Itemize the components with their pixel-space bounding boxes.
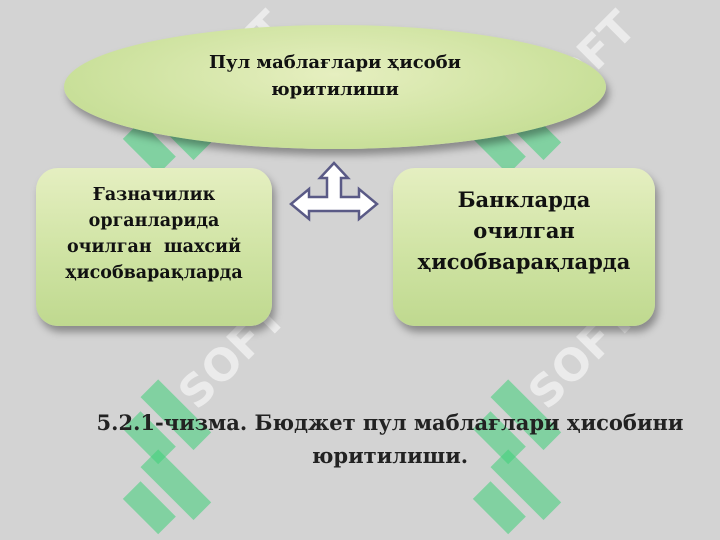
left-node-line-3: очилган шахсий <box>66 237 242 257</box>
caption-line-1: 5.2.1-чизма. Бюджет пул маблағлари ҳисоб… <box>96 410 684 435</box>
left-node-line-1: Ғазначилик <box>92 185 216 205</box>
three-way-arrow-icon <box>289 161 379 222</box>
right-node-line-2: очилган <box>473 218 575 243</box>
right-node-box: Банкларда очилган ҳисобварақларда <box>393 168 655 326</box>
caption-line-2: юритилиши. <box>311 443 469 468</box>
left-node-line-4: ҳисобварақларда <box>65 263 243 283</box>
figure-caption: 5.2.1-чизма. Бюджет пул маблағлари ҳисоб… <box>80 406 700 472</box>
top-node-line-1: Пул маблағлари ҳисоби <box>208 52 462 73</box>
right-node-line-1: Банкларда <box>457 187 591 212</box>
left-node-line-2: органларида <box>88 211 220 231</box>
left-node-box: Ғазначилик органларида очилган шахсий ҳи… <box>36 168 272 326</box>
top-node-label: Пул маблағлари ҳисоби юритилиши <box>185 49 485 103</box>
right-node-line-3: ҳисобварақларда <box>417 249 631 274</box>
top-node-ellipse: Пул маблағлари ҳисоби юритилиши <box>64 25 606 149</box>
top-node-line-2: юритилиши <box>271 79 399 100</box>
